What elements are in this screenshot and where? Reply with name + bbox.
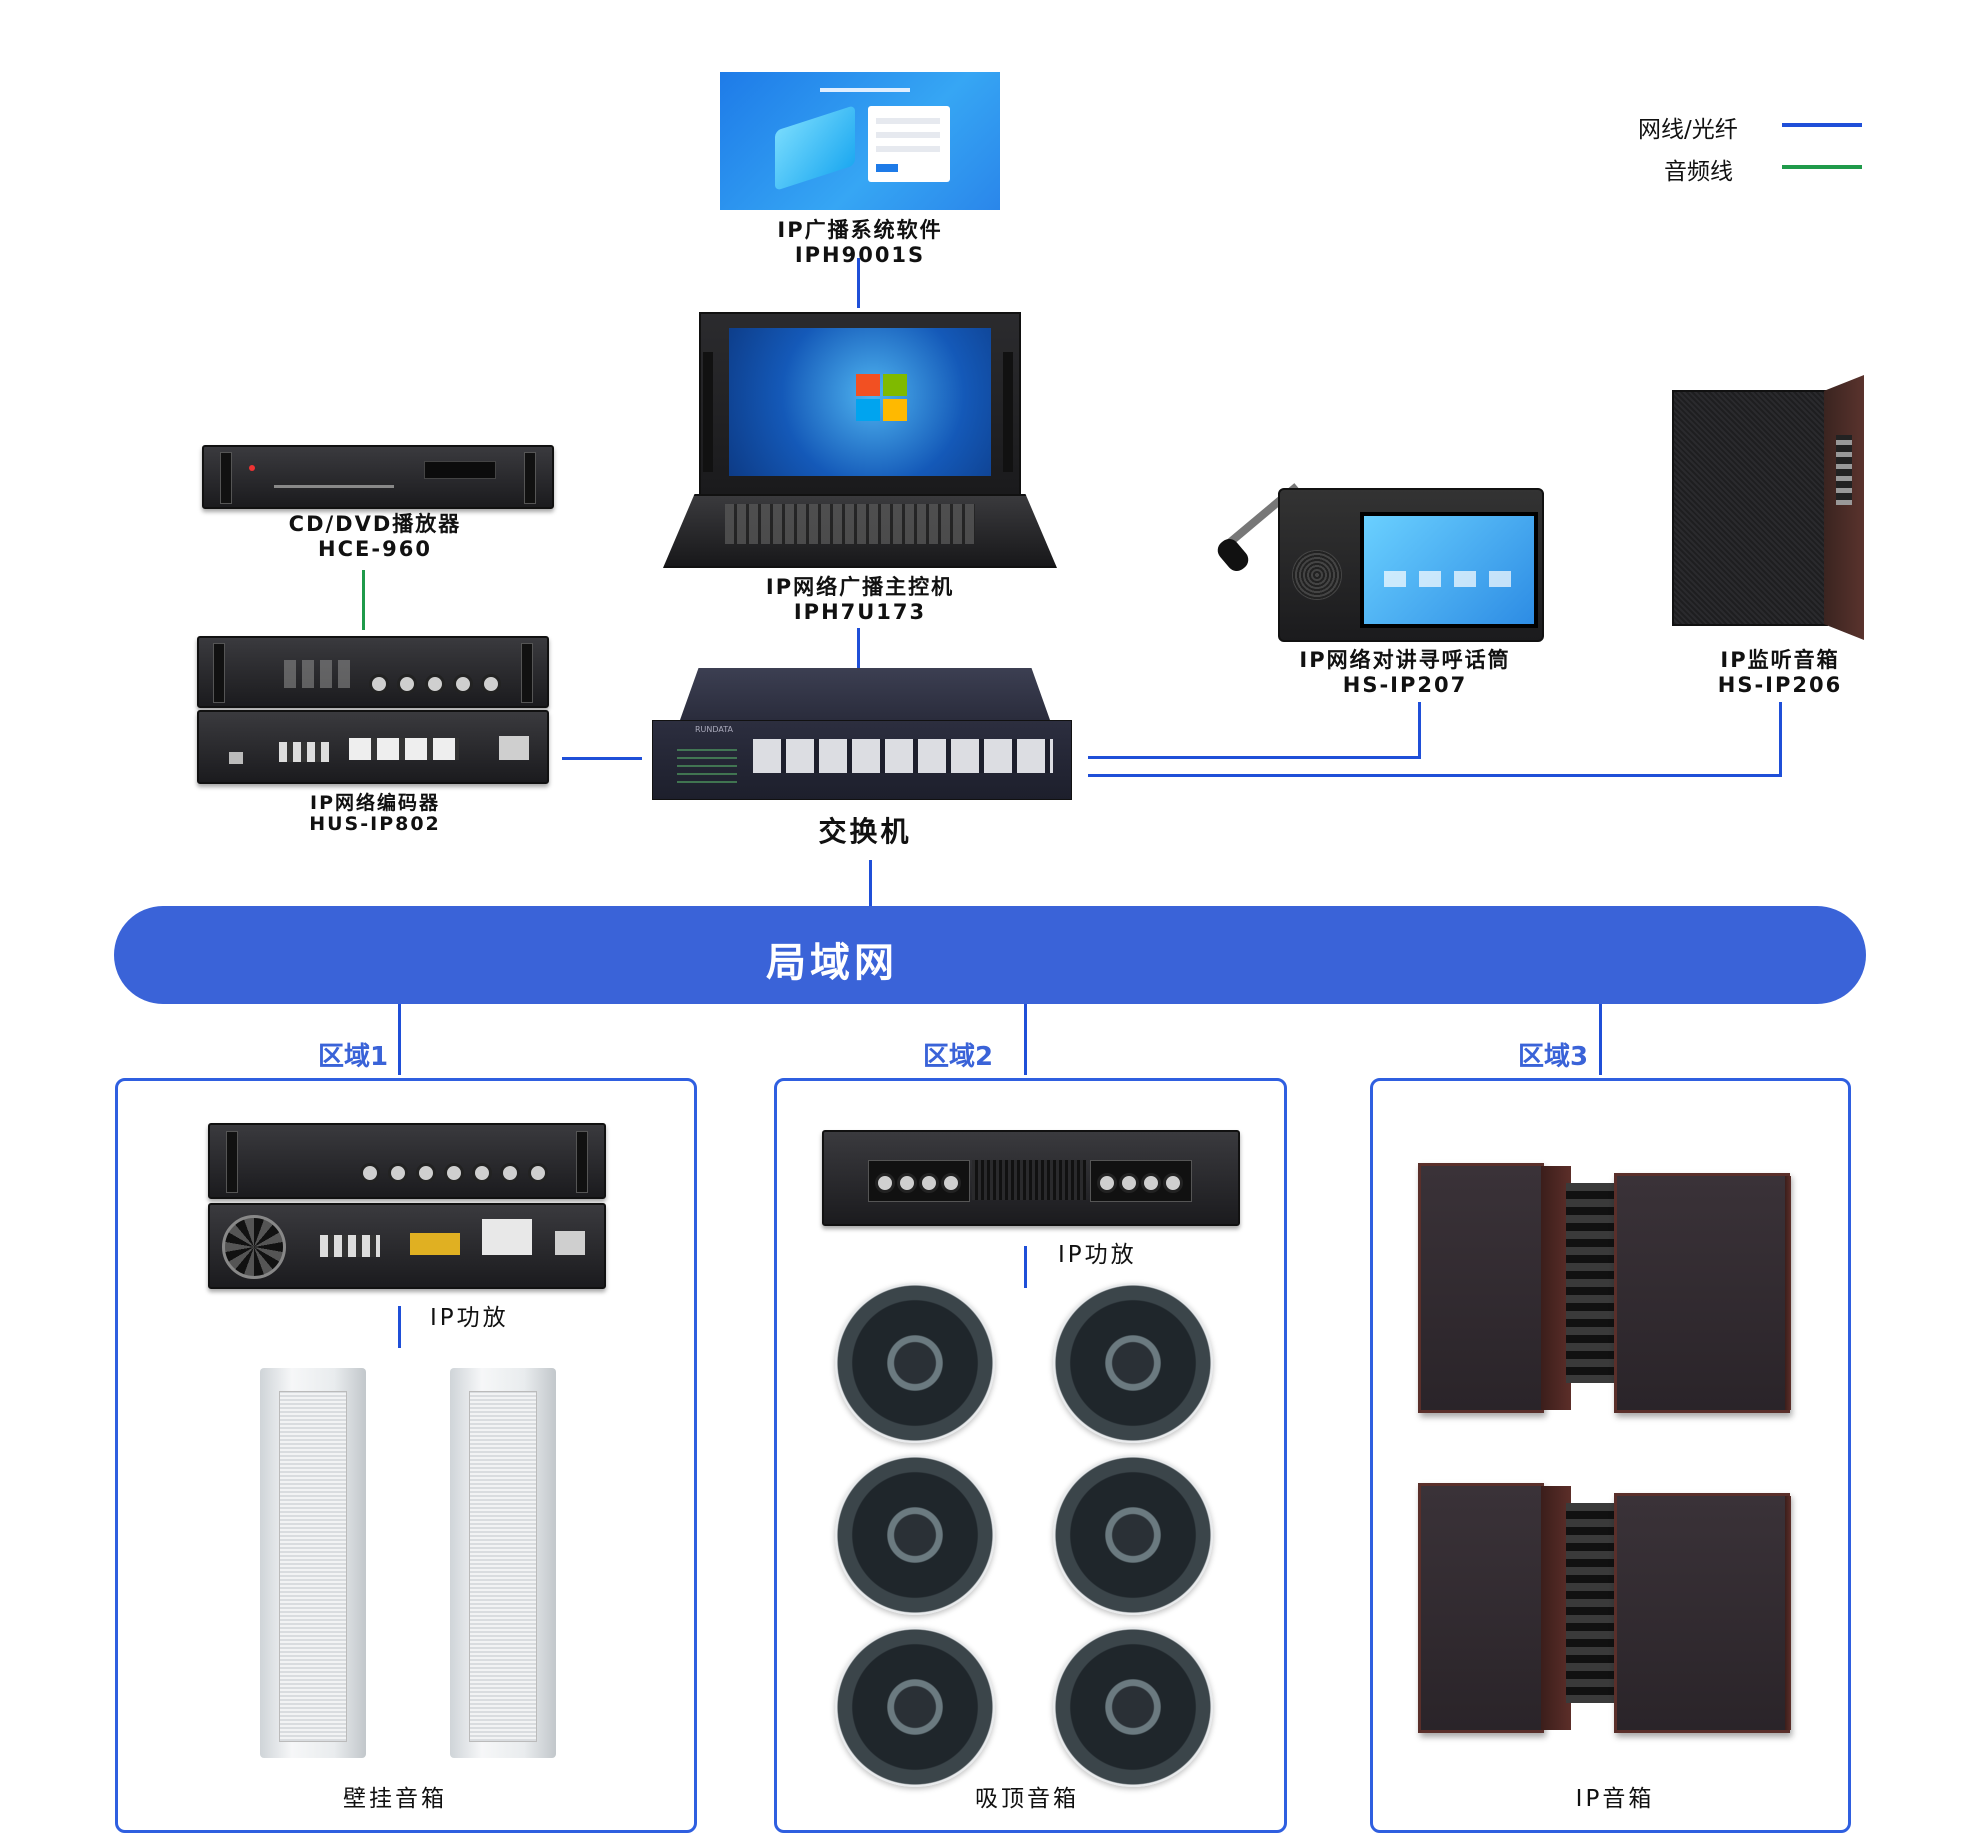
software-login-button — [876, 164, 898, 172]
zone2-speaker-label: 吸顶音箱 — [975, 1786, 1079, 1812]
software-illustration — [775, 105, 855, 191]
cd-player-model: HCE-960 — [318, 537, 432, 561]
zone1-speaker-left — [260, 1368, 366, 1758]
wire-switch-intercom-v — [1418, 702, 1421, 759]
software-model: IPH9001S — [794, 243, 926, 267]
zone1-amp-front — [208, 1123, 606, 1199]
cd-display — [424, 461, 496, 479]
legend-audio-line — [1782, 165, 1862, 169]
legend-network-label: 网线/光纤 — [1638, 117, 1738, 143]
wire-lan-zone1 — [398, 1000, 401, 1075]
wire-cd-encoder — [362, 570, 365, 630]
host-rack-ear-left — [703, 352, 713, 472]
host-name: IP网络广播主控机 — [765, 575, 955, 599]
lan-bar: 局域网 — [114, 906, 1866, 1004]
switch-brand: RUNDATA — [695, 725, 734, 734]
zone1-amp-label: IP功放 — [430, 1305, 509, 1331]
switch-top — [680, 668, 1050, 720]
intercom-touchscreen — [1360, 512, 1538, 628]
wire-switch-monitor-h — [1088, 774, 1782, 777]
monitor-speaker-front — [1672, 390, 1828, 626]
encoder-name: IP网络编码器 — [310, 792, 440, 814]
wire-switch-monitor-v — [1779, 702, 1782, 777]
zone1-amplifier — [208, 1123, 606, 1293]
zone1-amp-fan-icon — [222, 1215, 286, 1279]
cd-power-light — [249, 465, 255, 471]
lan-label: 局域网 — [766, 940, 898, 986]
host-model: IPH7U173 — [793, 600, 927, 624]
zone3-title: 区域3 — [1518, 1042, 1589, 1072]
monitor-speaker-device — [1672, 375, 1868, 640]
intercom-base — [1278, 488, 1544, 642]
zone3-speaker-label: IP音箱 — [1575, 1786, 1655, 1812]
encoder-front — [197, 636, 549, 708]
host-rack-ear-right — [1003, 352, 1013, 472]
zone2-ceiling-speaker-2 — [1053, 1283, 1213, 1443]
cd-player-name: CD/DVD播放器 — [288, 512, 462, 536]
zone2-ceiling-speaker-4 — [1053, 1455, 1213, 1615]
zone1-amp-speaker-line — [398, 1306, 401, 1348]
intercom-speaker-grill — [1292, 550, 1342, 600]
zone2-amp-speaker-line — [1024, 1246, 1027, 1288]
software-title-bar — [820, 88, 910, 92]
host-keyboard — [663, 494, 1057, 568]
zone2-ceiling-speaker-6 — [1053, 1627, 1213, 1787]
host-device — [663, 312, 1057, 568]
zone2-ceiling-speaker-5 — [835, 1627, 995, 1787]
zone2-ceiling-speaker-3 — [835, 1455, 995, 1615]
label-encoder: IP网络编码器 HUS-IP802 — [220, 793, 530, 835]
switch-device: RUNDATA — [652, 668, 1072, 800]
wire-lan-zone3 — [1599, 1000, 1602, 1075]
intercom-device — [1213, 480, 1544, 645]
software-screenshot — [720, 72, 1000, 210]
monitor-speaker-model: HS-IP206 — [1717, 673, 1843, 697]
switch-ports — [753, 739, 1053, 773]
zone3-speaker-pair-top — [1418, 1163, 1798, 1415]
cd-tray — [274, 485, 394, 488]
wire-encoder-switch — [562, 757, 642, 760]
zone1-title: 区域1 — [318, 1042, 389, 1072]
legend: 网线/光纤 音频线 — [1600, 110, 1900, 190]
intercom-name: IP网络对讲寻呼话筒 — [1299, 648, 1511, 672]
encoder-device — [197, 636, 549, 786]
zone2-amplifier — [822, 1130, 1240, 1226]
wire-host-switch — [857, 628, 860, 673]
label-monitor-speaker: IP监听音箱 HS-IP206 — [1630, 648, 1930, 698]
monitor-speaker-side — [1824, 375, 1864, 640]
encoder-model: HUS-IP802 — [309, 813, 441, 835]
cd-player-device — [202, 445, 554, 509]
label-software: IP广播系统软件 IPH9001S — [700, 218, 1020, 268]
zone1-speaker-label: 壁挂音箱 — [343, 1786, 447, 1812]
encoder-back — [197, 710, 549, 784]
software-login-panel — [868, 106, 950, 182]
zone1-amp-back — [208, 1203, 606, 1289]
zone1-speaker-right — [450, 1368, 556, 1758]
microphone-head-icon — [1213, 534, 1253, 576]
zone2-amp-label: IP功放 — [1058, 1242, 1137, 1268]
wire-switch-lan — [869, 860, 872, 906]
wire-switch-intercom-h — [1088, 756, 1421, 759]
label-cd-player: CD/DVD播放器 HCE-960 — [220, 512, 530, 562]
software-name: IP广播系统软件 — [777, 218, 943, 242]
windows-logo-icon — [856, 374, 908, 424]
intercom-model: HS-IP207 — [1342, 673, 1468, 697]
wire-lan-zone2 — [1024, 1000, 1027, 1075]
zone2-title: 区域2 — [923, 1042, 994, 1072]
switch-label: 交换机 — [818, 815, 912, 848]
label-intercom: IP网络对讲寻呼话筒 HS-IP207 — [1240, 648, 1570, 698]
zone3-speaker-pair-bottom — [1418, 1483, 1798, 1735]
legend-network-line — [1782, 123, 1862, 127]
monitor-speaker-name: IP监听音箱 — [1720, 648, 1840, 672]
host-screen-frame — [699, 312, 1021, 496]
zone2-ceiling-speaker-1 — [835, 1283, 995, 1443]
wire-software-host — [857, 258, 860, 308]
label-host: IP网络广播主控机 IPH7U173 — [700, 575, 1020, 625]
legend-audio-label: 音频线 — [1664, 159, 1733, 185]
switch-front: RUNDATA — [652, 720, 1072, 800]
